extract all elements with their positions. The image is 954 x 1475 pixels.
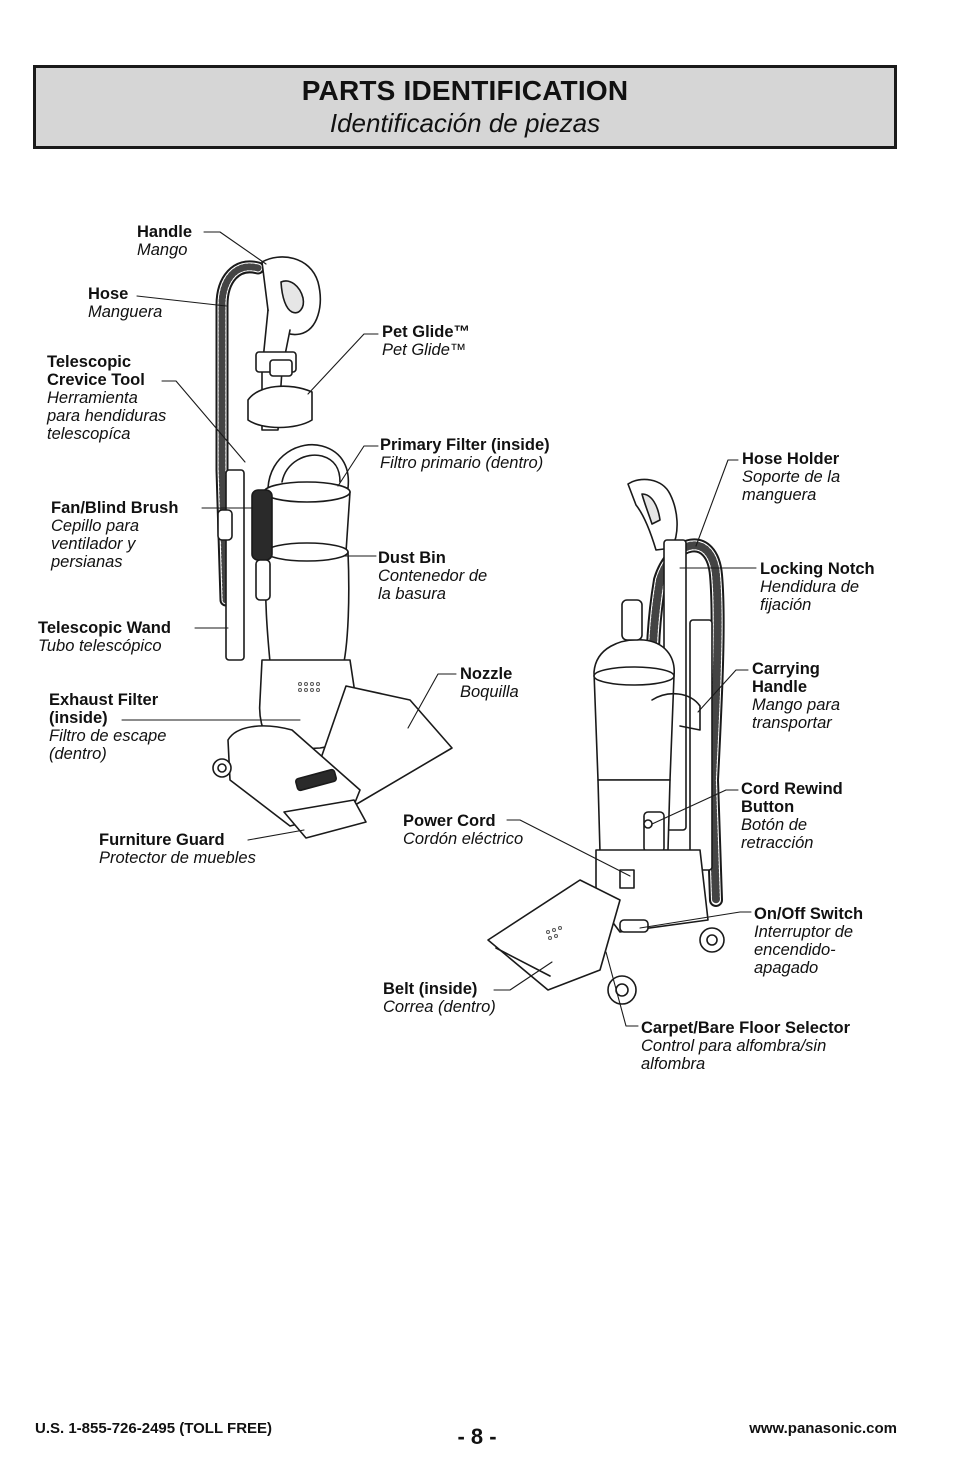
label-exhaust-filter: Exhaust Filter (inside) Filtro de escape… [49,691,167,763]
label-telescopic-crevice-tool: Telescopic Crevice Tool Herramienta para… [47,353,167,443]
footer-phone: U.S. 1-855-726-2495 (TOLL FREE) [35,1420,273,1437]
label-cord-rewind-button: Cord Rewind Button Botón de retracción [741,780,843,852]
section-header: PARTS IDENTIFICATION Identificación de p… [33,65,897,149]
label-carrying-handle: Carrying Handle Mango para transportar [752,660,841,732]
label-carpet-floor-selector: Carpet/Bare Floor Selector Control para … [641,1019,851,1073]
label-primary-filter: Primary Filter (inside) Filtro primario … [380,436,550,472]
label-telescopic-wand: Telescopic Wand Tubo telescópico [38,619,171,655]
vacuum-front-illustration [212,256,453,839]
footer-url: www.panasonic.com [749,1420,897,1437]
page-number: - 8 - [457,1424,497,1449]
label-hose: Hose Manguera [88,285,163,321]
label-nozzle: Nozzle Boquilla [460,665,519,701]
label-belt: Belt (inside) Correa (dentro) [383,980,496,1016]
label-furniture-guard: Furniture Guard Protector de muebles [99,831,256,867]
label-locking-notch: Locking Notch Hendidura de fijación [760,560,875,614]
label-on-off-switch: On/Off Switch Interruptor de encendido- … [754,905,864,977]
label-pet-glide: Pet Glide™ Pet Glide™ [382,323,471,359]
vacuum-rear-illustration [487,478,725,1005]
label-power-cord: Power Cord Cordón eléctrico [403,812,524,848]
page-title: PARTS IDENTIFICATION [301,75,629,106]
label-handle: Handle Mango [137,223,193,259]
page-subtitle: Identificación de piezas [329,108,601,138]
label-fan-blind-brush: Fan/Blind Brush Cepillo para ventilador … [51,499,179,571]
label-hose-holder: Hose Holder Soporte de la manguera [742,450,841,504]
label-dust-bin: Dust Bin Contenedor de la basura [378,549,488,603]
